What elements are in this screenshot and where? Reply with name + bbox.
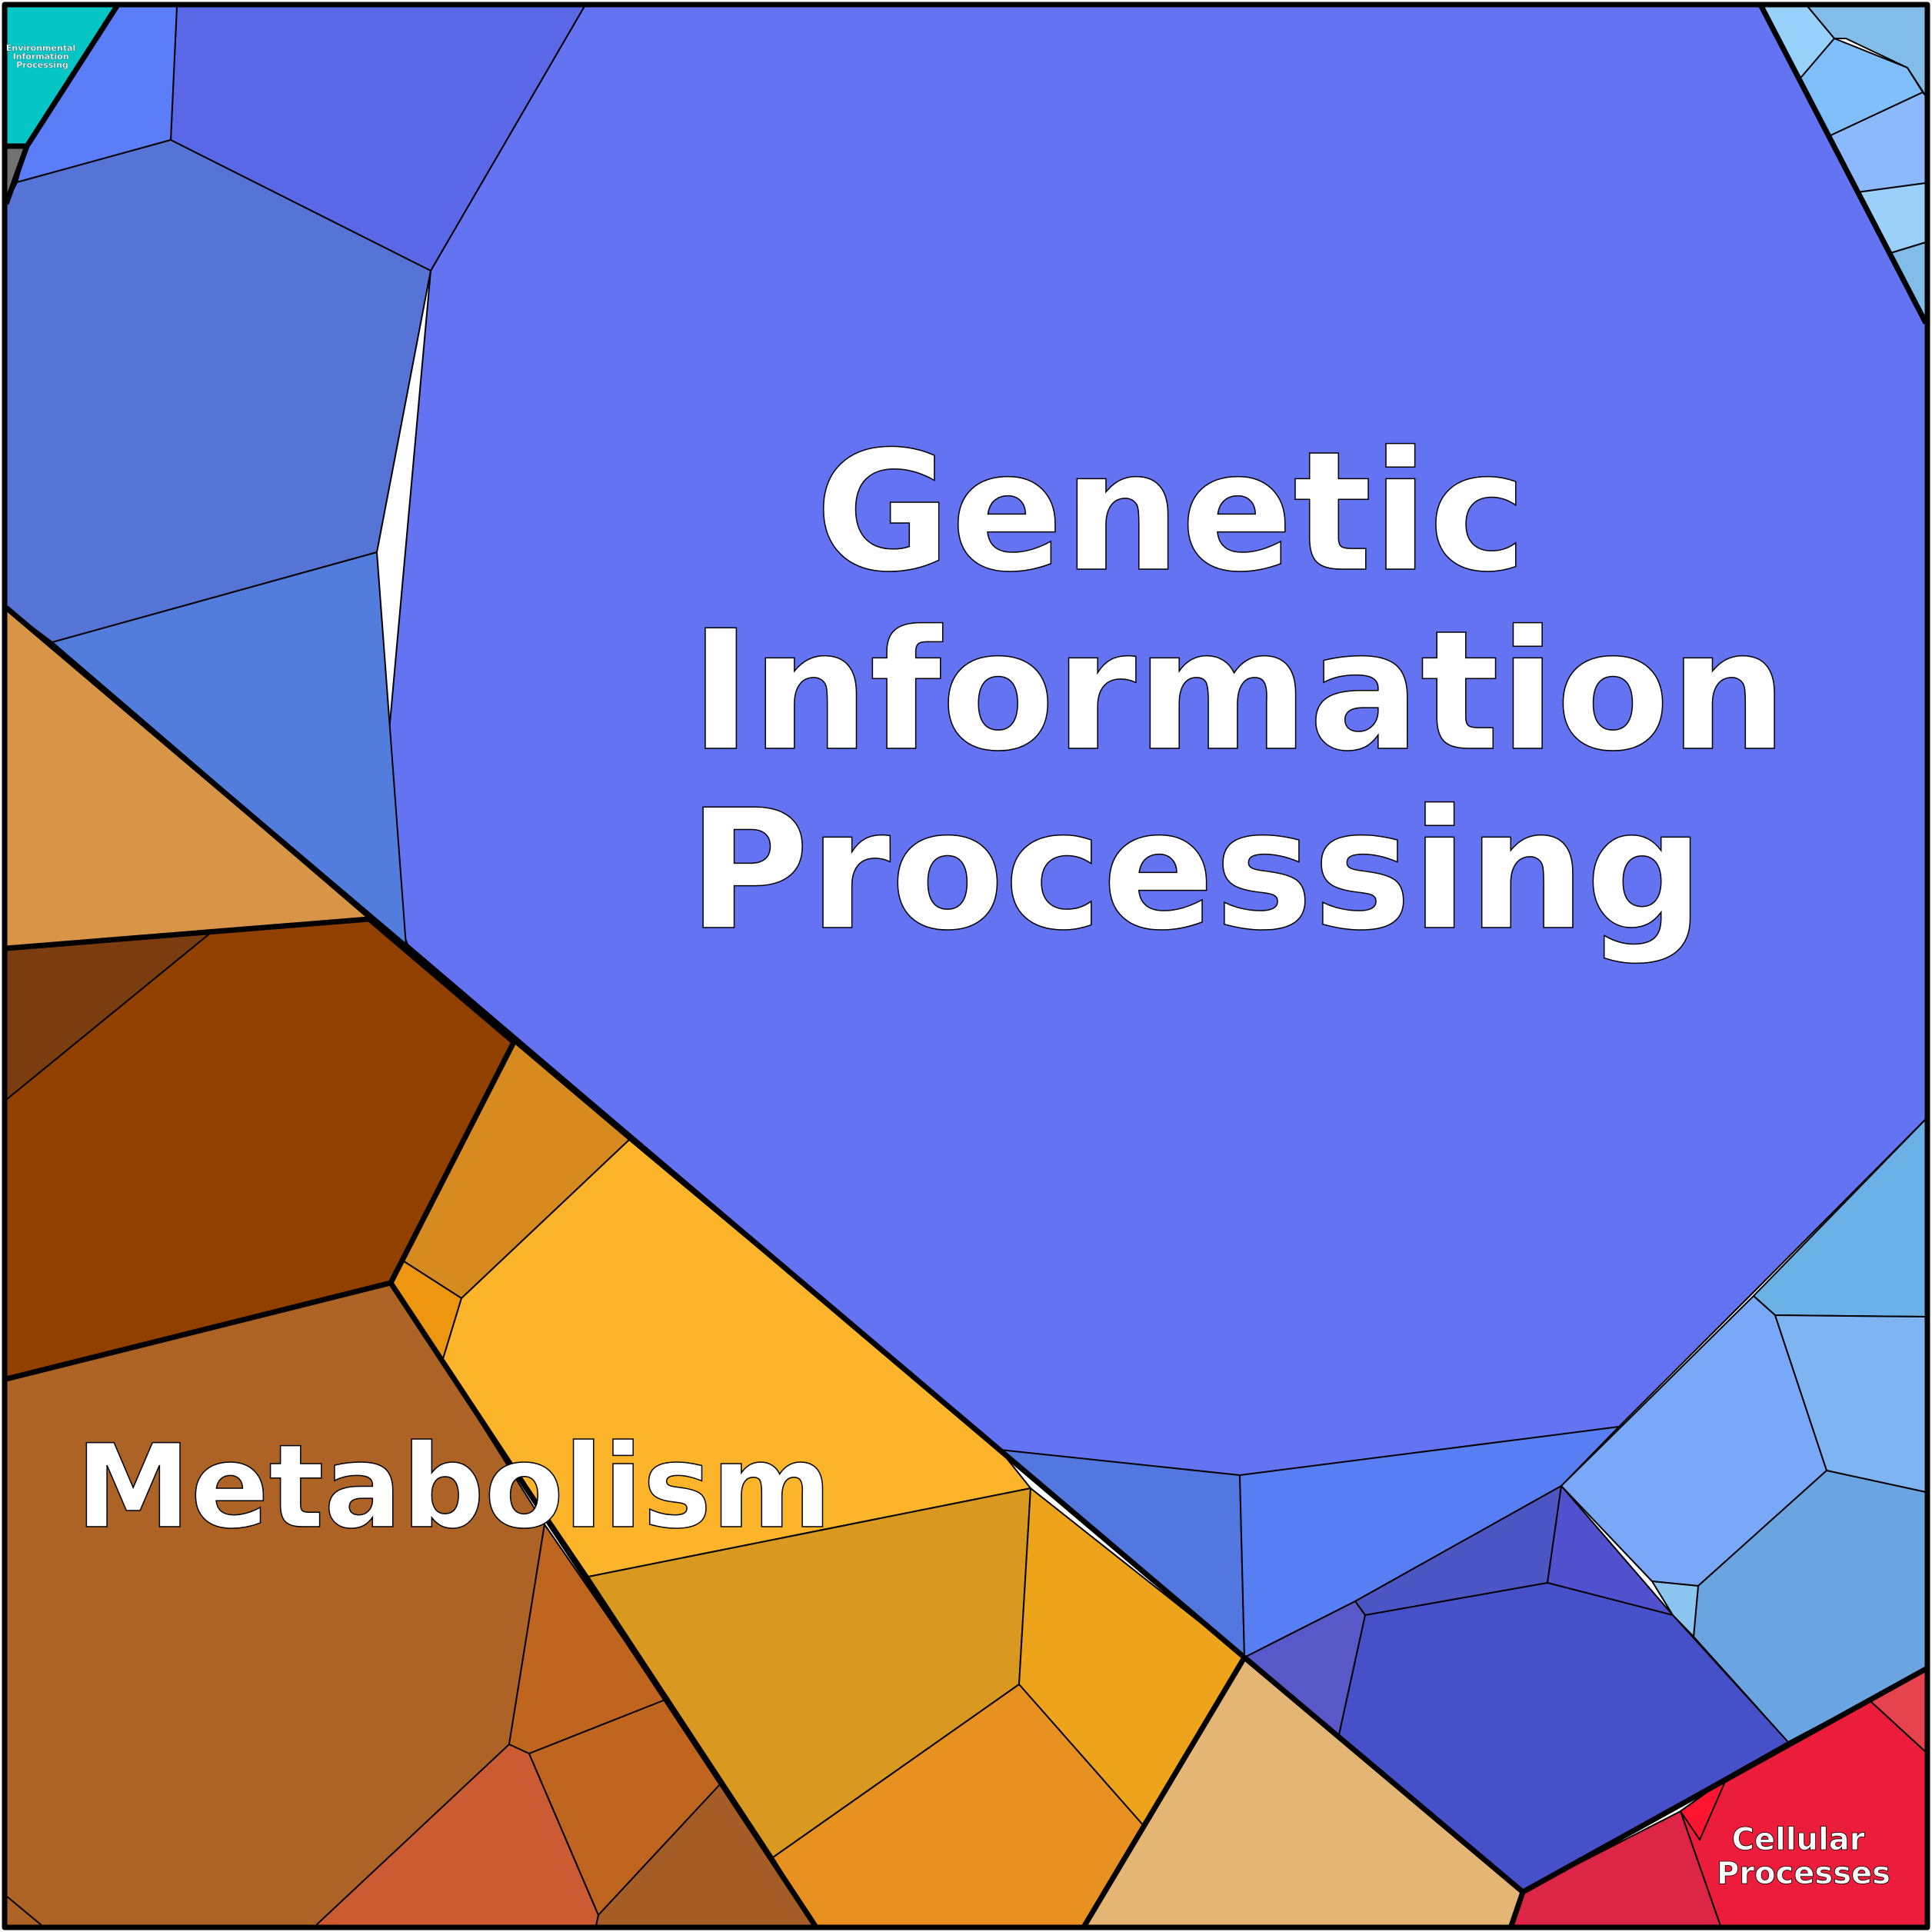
boundary-metabolism-inner (5, 916, 517, 1382)
cellular-label-line-2: Processes (1717, 1856, 1890, 1891)
light-blue-cell-5 (1651, 1581, 1699, 1637)
environmental-label-line-2: Information (13, 52, 69, 62)
environmental-label-line-1: Environmental (6, 43, 75, 53)
environmental-label: Environmental Information Processing (6, 43, 78, 70)
genetic-label-line-2: Information (690, 595, 1787, 788)
cellular-label: Cellular Processes (1717, 1822, 1890, 1891)
boundary-cellular (1508, 1890, 1526, 1927)
boundary-metabolism-tan (1081, 1656, 1247, 1927)
light-blue-region (1561, 5, 1927, 1743)
environmental-label-line-3: Processing (16, 60, 68, 70)
metabolism-label: Metabolism (76, 1421, 832, 1554)
boundary-metabolism-diagonal (388, 1281, 818, 1927)
boundary-light-blue-top (1758, 5, 1929, 325)
genetic-label: Genetic Information Processing (688, 415, 1844, 967)
cellular-label-line-1: Cellular (1732, 1822, 1865, 1857)
genetic-label-line-3: Processing (688, 774, 1704, 967)
boundary-cellular-genetic (1521, 1666, 1927, 1895)
labels: Genetic Information Processing Metabolis… (6, 43, 1891, 1892)
genetic-label-line-1: Genetic (815, 415, 1527, 608)
metabolism-region (5, 607, 1524, 1927)
genetic-information-processing-region (5, 5, 1927, 1893)
cellular-processes-region (1511, 1668, 1927, 1927)
